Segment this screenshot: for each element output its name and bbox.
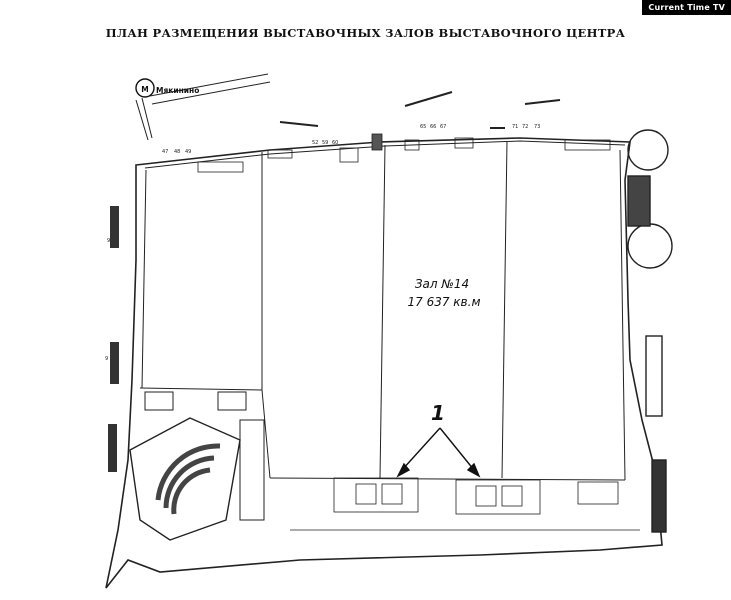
booth-number: 52 — [312, 140, 318, 146]
road-line — [135, 99, 149, 141]
booth-number: 65 — [420, 124, 426, 130]
road-dash — [404, 91, 453, 107]
booth-block — [267, 149, 293, 159]
booth-number: 71 — [512, 124, 518, 130]
road-line — [141, 97, 153, 139]
callout-arrows — [396, 427, 481, 478]
lower-wall — [269, 477, 626, 481]
booth-number: 47 — [162, 149, 168, 155]
booth-block — [404, 139, 420, 151]
road-dash — [524, 99, 561, 105]
plan-title: ПЛАН РАЗМЕЩЕНИЯ ВЫСТАВОЧНЫХ ЗАЛОВ ВЫСТАВ… — [105, 26, 626, 40]
dark-block — [651, 459, 667, 533]
hall-name: Зал №14 — [415, 277, 469, 291]
left-wall — [141, 169, 147, 389]
booth-number: 72 — [522, 124, 528, 130]
metro-letter: M — [141, 85, 148, 94]
round-structure — [627, 223, 673, 269]
side-block — [645, 335, 663, 417]
amphitheater — [129, 391, 265, 541]
lower-wall — [261, 389, 271, 479]
road-line — [149, 73, 269, 97]
right-wall — [619, 149, 626, 481]
booth-number: 48 — [174, 149, 180, 155]
booth-block — [339, 147, 359, 163]
left-bar — [110, 206, 119, 248]
booth-number: 49 — [185, 149, 191, 155]
channel-badge: Current Time TV — [642, 0, 731, 15]
booth-block — [454, 137, 474, 149]
callout-label: 1 — [431, 401, 445, 425]
side-number: 9 — [107, 238, 110, 244]
road-line — [151, 81, 271, 105]
booth-number: 66 — [430, 124, 436, 130]
metro-icon — [135, 78, 155, 98]
booth-block — [371, 133, 383, 151]
dark-block — [627, 175, 651, 227]
left-bar — [110, 342, 119, 384]
divider-line — [379, 144, 386, 479]
metro-symbol: M Мякинино — [135, 78, 199, 98]
divider-line — [501, 140, 508, 479]
booth-block — [197, 161, 244, 173]
booth-number: 73 — [534, 124, 540, 130]
top-numbers: 47 48 49 52 59 60 65 66 67 71 72 73 9 9 — [105, 124, 540, 362]
hall-area: 17 637 кв.м — [408, 295, 481, 309]
left-bar — [108, 424, 117, 472]
side-number: 9 — [105, 356, 108, 362]
road-dash — [279, 121, 319, 127]
round-structure — [627, 129, 669, 171]
booth-number: 60 — [332, 140, 338, 146]
metro-station-name: Мякинино — [156, 86, 199, 95]
lower-wall — [139, 387, 263, 391]
booth-block — [564, 139, 611, 151]
booth-number: 59 — [322, 140, 328, 146]
lower-booths — [290, 477, 640, 531]
booth-number: 67 — [440, 124, 446, 130]
